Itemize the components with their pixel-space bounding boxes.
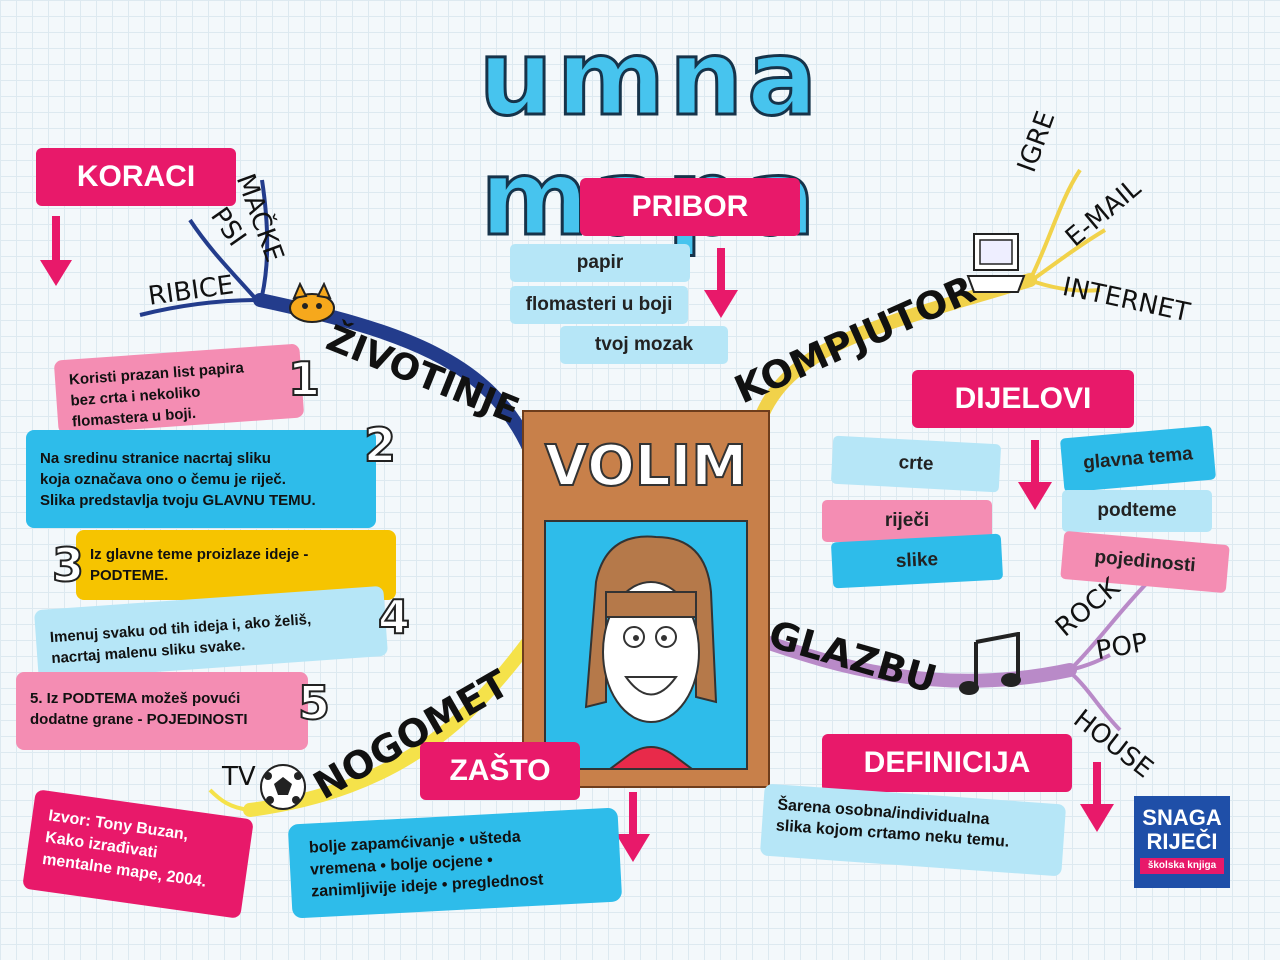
step-number: 4 (377, 589, 411, 645)
logo-line: školska knjiga (1140, 858, 1224, 874)
definicija-label: DEFINICIJA (822, 734, 1072, 792)
center-label: VOLIM (544, 433, 748, 500)
dijelovi-label: DIJELOVI (912, 370, 1134, 428)
logo-line: SNAGA (1142, 805, 1222, 830)
portrait (544, 520, 748, 770)
step-5: 5. Iz PODTEMA možeš povući dodatne grane… (16, 672, 308, 750)
step-number: 2 (363, 417, 397, 473)
step-line: Na sredinu stranice nacrtaj sliku (40, 450, 271, 467)
center-image: VOLIM (522, 410, 770, 788)
pribor-item: papir (510, 244, 690, 282)
step-number: 1 (287, 351, 321, 407)
step-line: 5. Iz PODTEMA možeš povući (30, 690, 241, 707)
step-number: 5 (297, 675, 331, 731)
zasto-text-box: bolje zapamćivanje • ušteda vremena • bo… (287, 807, 623, 919)
step-line: PODTEME. (90, 567, 169, 584)
pribor-label: PRIBOR (580, 178, 800, 236)
pribor-item: tvoj mozak (560, 326, 728, 364)
logo-line: RIJEČI (1146, 829, 1218, 854)
zasto-label: ZAŠTO (420, 742, 580, 800)
step-line: koja označava ono o čemu je riječ. (40, 471, 286, 488)
dijelovi-item: podteme (1062, 490, 1212, 532)
girl-face-icon (584, 535, 718, 768)
step-line: Slika predstavlja tvoju GLAVNU TEMU. (40, 492, 316, 509)
step-line: dodatne grane - POJEDINOSTI (30, 711, 248, 728)
dijelovi-item: slike (830, 533, 1004, 589)
koraci-label: KORACI (36, 148, 236, 206)
publisher-logo: SNAGA RIJEČI školska knjiga (1134, 796, 1230, 888)
dijelovi-item: crte (830, 435, 1002, 493)
step-2: Na sredinu stranice nacrtaj sliku koja o… (26, 430, 376, 528)
pribor-item: flomasteri u boji (510, 286, 688, 324)
page-title: umna mapa (477, 17, 822, 260)
step-number: 3 (51, 537, 85, 593)
twig-tv: TV (222, 762, 256, 792)
step-line: Iz glavne teme proizlaze ideje - (90, 546, 309, 563)
